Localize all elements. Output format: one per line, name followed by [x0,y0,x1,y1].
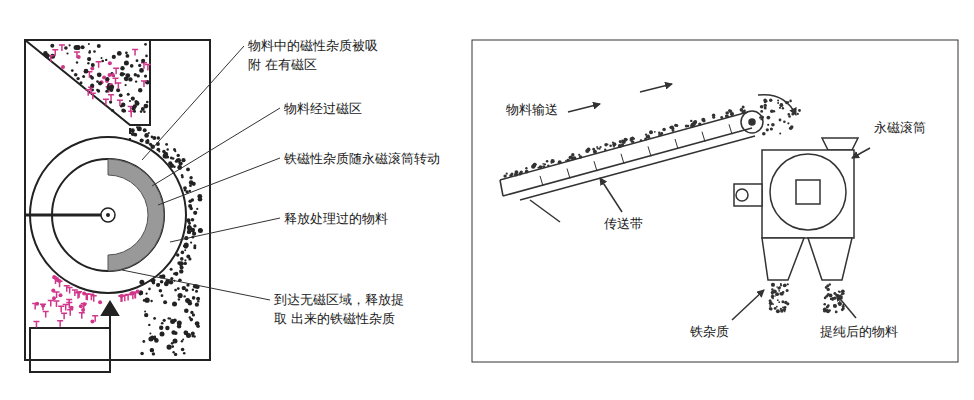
label: 物料中的磁性杂质被吸附 在有磁区 [248,36,389,75]
belt-rollers [540,124,732,186]
material-particles [503,99,844,314]
frame [472,40,958,362]
magnetic-drum [25,137,186,293]
drum-unit [734,138,858,280]
label: 释放处理过的物料 [284,209,388,228]
label: 铁杂质 [690,322,729,341]
separator-housing [25,40,210,360]
label: 传送带 [604,214,643,233]
label: 铁磁性杂质随永磁滚筒转动 [284,149,440,168]
material-particles [32,43,203,356]
leader-lines [122,46,280,300]
label: 到达无磁区域，释放提取 出来的铁磁性杂质 [274,290,415,329]
conveyor-belt [500,111,763,222]
label: 物料输送 [506,100,558,119]
outlet-box [30,302,118,372]
label: 物料经过磁区 [284,99,362,118]
label: 永磁滚筒 [874,118,926,137]
pointer-arrows [568,84,870,320]
label: 提纯后的物料 [820,322,898,341]
